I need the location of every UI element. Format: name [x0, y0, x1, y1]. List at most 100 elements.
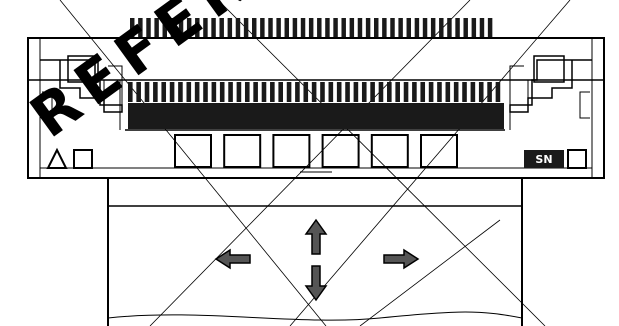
top-pin	[341, 18, 346, 38]
top-pin	[439, 18, 444, 38]
top-pin	[170, 18, 176, 38]
flex-cable	[107, 178, 523, 326]
top-pin	[365, 18, 371, 38]
marking-text: SN	[535, 153, 552, 166]
top-pin	[430, 18, 436, 38]
bottom-pin	[462, 82, 467, 102]
top-pin	[211, 18, 216, 38]
bottom-pin	[203, 82, 208, 102]
polarity-mark	[46, 147, 93, 169]
top-pin	[154, 18, 159, 38]
bottom-pin	[211, 82, 217, 102]
arrow-down-icon	[304, 265, 328, 302]
bottom-pin	[387, 82, 392, 102]
arrow-up-icon	[304, 218, 328, 255]
inspection-window	[321, 134, 360, 168]
bottom-pin	[261, 82, 267, 102]
bottom-pin	[437, 82, 442, 102]
top-pin	[276, 18, 281, 38]
bottom-pin	[169, 82, 175, 102]
top-pin	[138, 18, 143, 38]
bottom-pin	[244, 82, 250, 102]
bottom-pin	[487, 82, 492, 102]
top-pin	[219, 18, 224, 38]
bottom-pin-block	[128, 82, 504, 129]
bottom-pin	[428, 82, 434, 102]
top-pin	[308, 18, 314, 38]
top-pin	[349, 18, 355, 38]
top-pin	[357, 18, 363, 38]
bottom-pin	[303, 82, 309, 102]
top-pin	[382, 18, 387, 38]
top-pin	[398, 18, 403, 38]
bottom-pin	[219, 82, 225, 102]
bottom-pin	[153, 82, 158, 102]
top-pin	[186, 18, 192, 38]
bottom-pin	[270, 82, 275, 102]
connector-housing	[27, 37, 605, 179]
bottom-pin	[311, 82, 317, 102]
inspection-window	[223, 134, 262, 168]
bottom-pin	[370, 82, 375, 102]
bottom-pin	[278, 82, 283, 102]
top-pin	[162, 18, 167, 38]
bottom-pin	[253, 82, 258, 102]
arrow-left-icon	[214, 248, 251, 270]
arrow-right-icon	[383, 248, 420, 270]
top-pin	[333, 18, 338, 38]
bottom-pin	[403, 82, 409, 102]
bottom-pin	[478, 82, 484, 102]
top-pin	[252, 18, 257, 38]
inspection-window	[272, 134, 311, 168]
bottom-pin	[495, 82, 501, 102]
bottom-pin	[353, 82, 359, 102]
top-pin	[317, 18, 322, 38]
inspection-windows	[174, 134, 458, 168]
inspection-window	[174, 134, 212, 168]
bottom-pin	[336, 82, 342, 102]
inspection-window	[370, 134, 409, 168]
bottom-pin	[420, 82, 426, 102]
bottom-pin	[136, 82, 141, 102]
bottom-pin	[286, 82, 292, 102]
bottom-pin	[361, 82, 367, 102]
bottom-pin	[236, 82, 242, 102]
top-pin	[471, 18, 477, 38]
bottom-pin	[378, 82, 384, 102]
bottom-pin	[144, 82, 150, 102]
top-pin	[455, 18, 460, 38]
top-pin	[178, 18, 184, 38]
bottom-pin	[194, 82, 200, 102]
bottom-pin	[186, 82, 192, 102]
bottom-pin	[395, 82, 400, 102]
bottom-pin	[470, 82, 476, 102]
top-pin	[195, 18, 200, 38]
top-pin	[414, 18, 420, 38]
top-pin	[146, 18, 151, 38]
top-pin	[374, 18, 379, 38]
bottom-pin	[128, 82, 133, 102]
inspection-window	[420, 134, 458, 168]
top-pin	[203, 18, 208, 38]
bottom-pin	[320, 82, 325, 102]
top-pin	[325, 18, 330, 38]
top-pin	[447, 18, 452, 38]
top-pin	[235, 18, 241, 38]
bottom-pin	[178, 82, 183, 102]
top-pin	[300, 18, 306, 38]
pin-block-body	[128, 103, 504, 129]
top-pin-comb	[130, 18, 493, 38]
top-pin	[406, 18, 411, 38]
bottom-pin	[412, 82, 417, 102]
bottom-pin	[453, 82, 459, 102]
top-pin	[487, 18, 493, 38]
top-pin	[390, 18, 395, 38]
top-pin	[268, 18, 273, 38]
top-pin	[130, 18, 135, 38]
bottom-pin	[161, 82, 167, 102]
top-pin	[479, 18, 485, 38]
top-pin	[260, 18, 265, 38]
bottom-pin	[328, 82, 334, 102]
top-pin	[284, 18, 289, 38]
